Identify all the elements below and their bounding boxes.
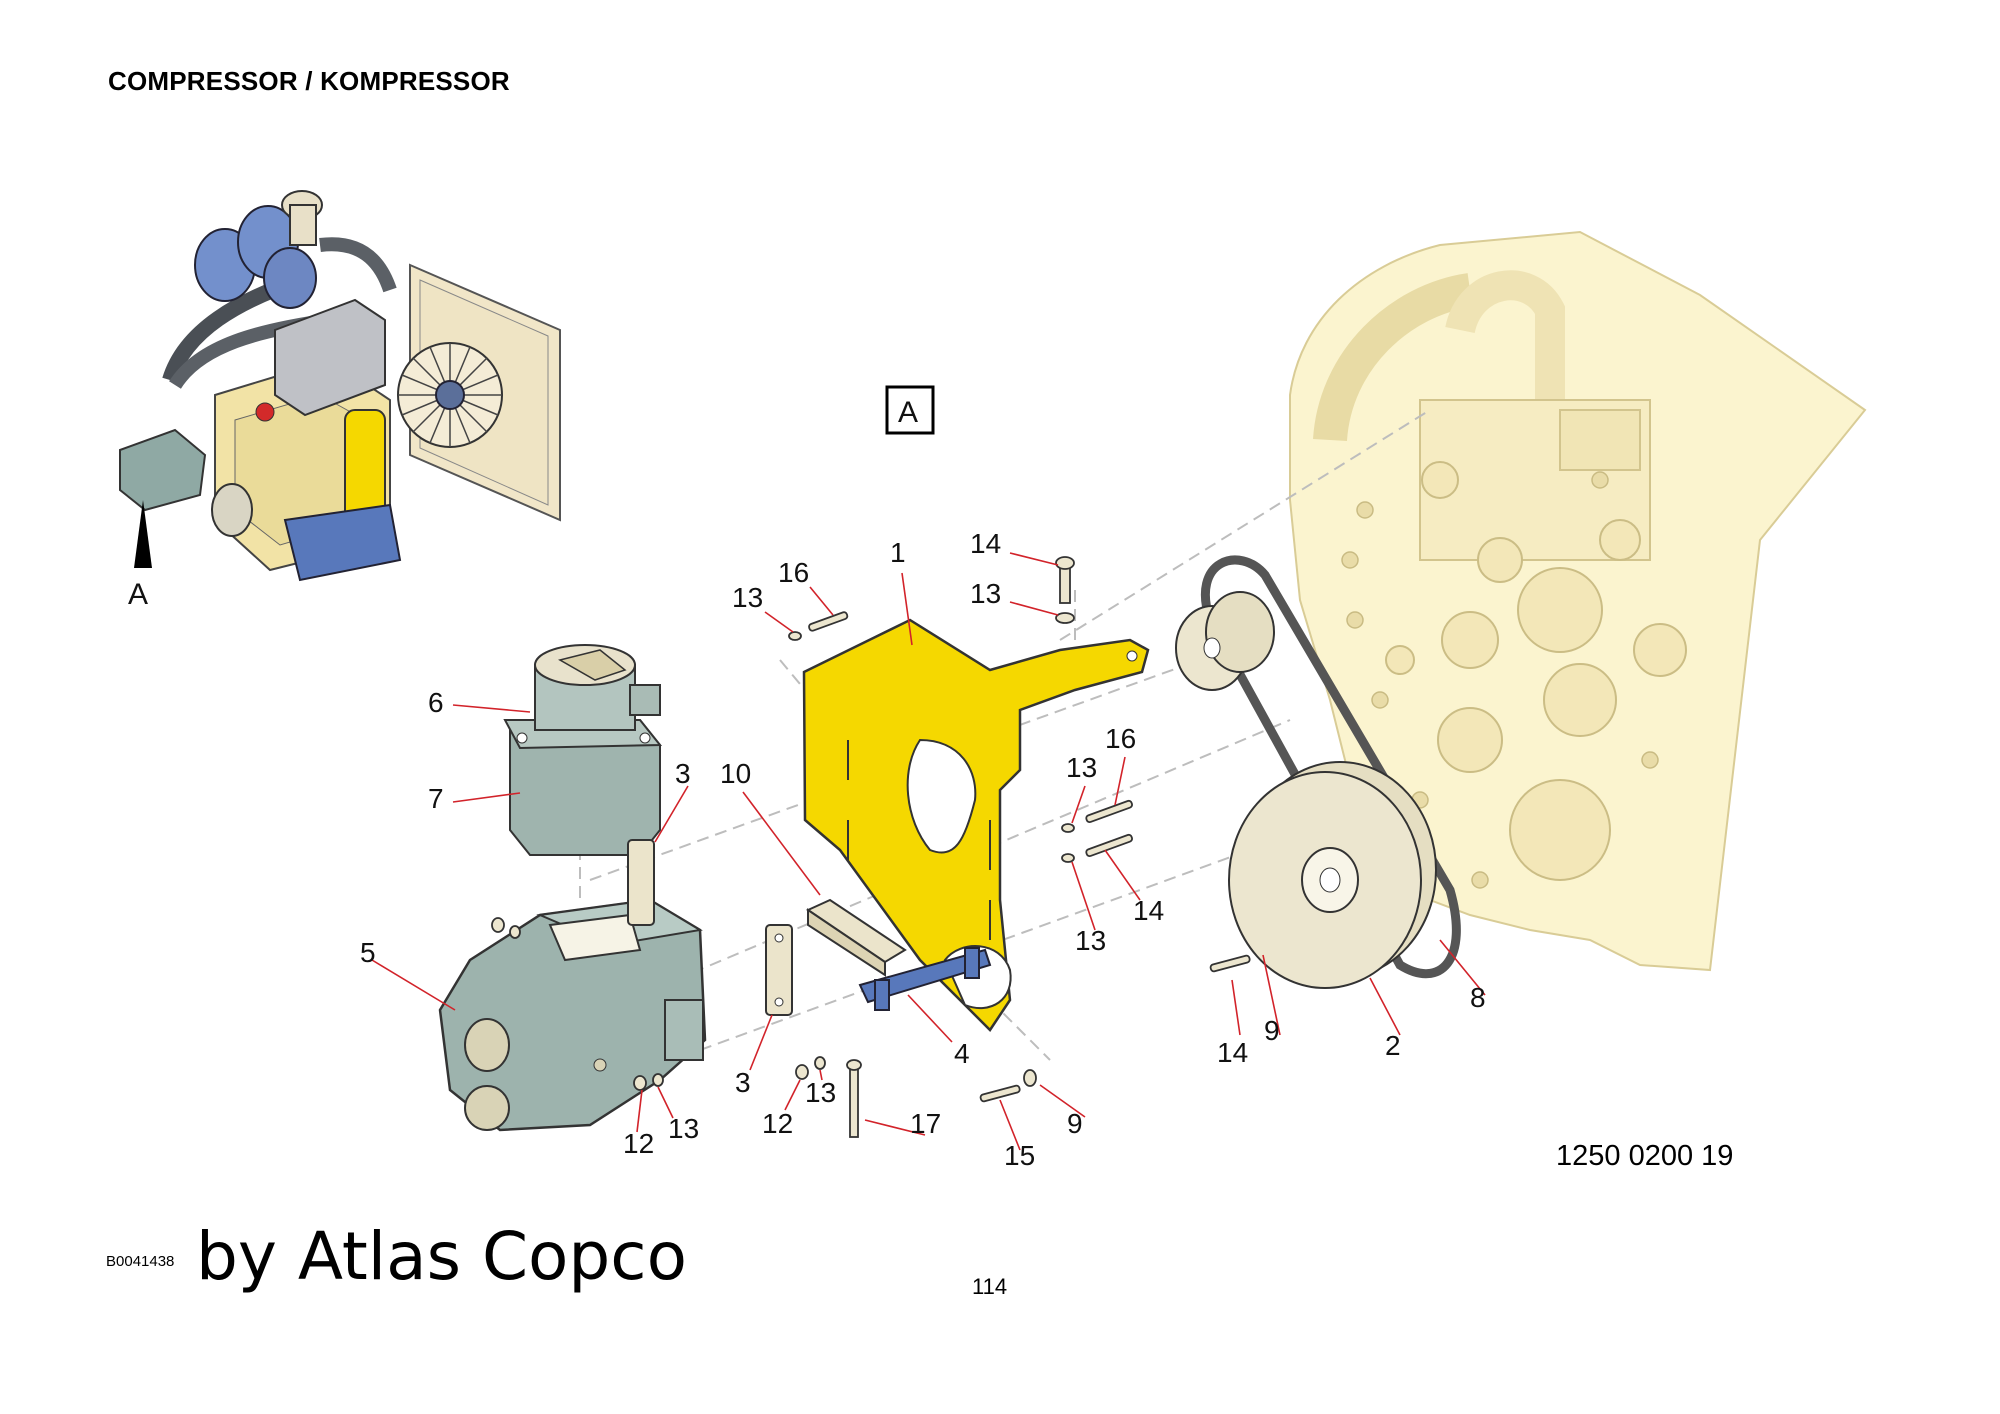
- callout-7: 7: [428, 783, 444, 814]
- callout-leaders: [371, 552, 1486, 1151]
- part-5-compressor-element: [438, 898, 707, 1132]
- overview-view-label: A: [128, 578, 148, 611]
- view-marker-label: A: [898, 396, 918, 429]
- callout-8: 8: [1470, 982, 1486, 1013]
- callout-9-lower: 9: [1067, 1108, 1083, 1139]
- drawing-number: 1250 0200 19: [1556, 1140, 1734, 1172]
- callout-15: 15: [1004, 1140, 1035, 1171]
- overview-assembly: [119, 190, 561, 582]
- callout-16-top: 16: [778, 557, 809, 588]
- callout-13-mid-lower: 13: [1075, 925, 1106, 956]
- callout-17: 17: [910, 1108, 941, 1139]
- view-marker-box: [885, 385, 935, 435]
- callout-13-left: 13: [668, 1113, 699, 1144]
- callout-14-top: 14: [970, 528, 1001, 559]
- part-3-spacers: [627, 839, 793, 1016]
- callout-14-mid: 14: [1133, 895, 1164, 926]
- part-2-8-pulleys-belt: [1175, 555, 1461, 989]
- callout-numbers: 1 16 13 14 13 6 7 3 10 13 16 14 13 5 3 1…: [360, 528, 1486, 1171]
- part-4-tension-bar: [858, 947, 992, 1011]
- callout-2: 2: [1385, 1030, 1401, 1061]
- part-10-spacer-block: [805, 898, 907, 977]
- callout-16-mid: 16: [1105, 723, 1136, 754]
- page-number: 114: [972, 1274, 1008, 1299]
- callout-1: 1: [890, 537, 906, 568]
- callout-13-top-left: 13: [732, 582, 763, 613]
- page-title: COMPRESSOR / KOMPRESSOR: [108, 66, 510, 96]
- callout-9-upper: 9: [1264, 1015, 1280, 1046]
- document-code: B0041438: [106, 1253, 175, 1270]
- callout-14-lower: 14: [1217, 1037, 1248, 1068]
- callout-4: 4: [954, 1038, 970, 1069]
- part-6-7-air-intake: [503, 644, 663, 856]
- callout-5: 5: [360, 937, 376, 968]
- callout-13-center: 13: [805, 1077, 836, 1108]
- callout-12-left: 12: [623, 1128, 654, 1159]
- brand-caption: by Atlas Copco: [196, 1218, 687, 1295]
- engine-outline: [1289, 230, 1867, 972]
- callout-12-center: 12: [762, 1108, 793, 1139]
- callout-13-top-right: 13: [970, 578, 1001, 609]
- callout-13-mid: 13: [1066, 752, 1097, 783]
- callout-6: 6: [428, 687, 444, 718]
- callout-3-upper: 3: [675, 758, 691, 789]
- callout-3-lower: 3: [735, 1067, 751, 1098]
- fasteners: [491, 556, 1267, 1138]
- callout-10: 10: [720, 758, 751, 789]
